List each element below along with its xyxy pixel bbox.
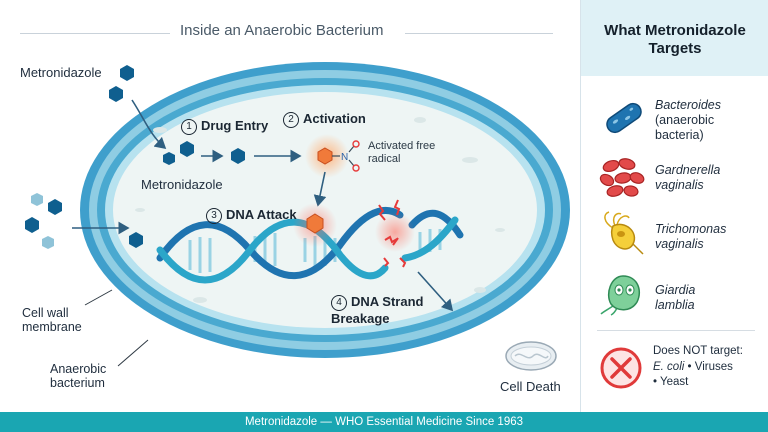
footer-banner: Metronidazole — WHO Essential Medicine S… — [0, 412, 768, 432]
panel-divider — [597, 330, 755, 331]
bullet: • — [653, 376, 661, 389]
breakage-arrow — [417, 271, 454, 312]
giardia-protozoan-icon — [600, 275, 641, 316]
cell-wall-label: Cell wall membrane — [22, 306, 82, 335]
title-rule-left — [20, 33, 170, 34]
diagram-canvas: N — [25, 62, 570, 371]
step-label: Drug Entry — [201, 118, 269, 133]
drug-label-inside: Metronidazole — [141, 177, 223, 192]
entry-arrow — [131, 99, 167, 150]
target-trichomonas: Trichomonas vaginalis — [655, 222, 735, 252]
trichomonas-protozoan-icon — [604, 211, 644, 255]
not-target-heading: Does NOT target: — [653, 345, 743, 357]
prohibited-icon — [600, 347, 642, 389]
targets-panel: What Metronidazole Targets Bacteroides (… — [580, 0, 768, 412]
targets-panel-header: What Metronidazole Targets — [581, 0, 768, 76]
bacterium-label: Anaerobic bacterium — [50, 362, 107, 391]
title-rule-right — [405, 33, 553, 34]
hexagon-molecule — [48, 199, 62, 215]
hexagon-molecule — [180, 141, 194, 157]
target-name: Giardia lamblia — [655, 283, 696, 312]
drug-molecules-outside — [25, 65, 143, 249]
target-name: Gardnerella vaginalis — [655, 163, 721, 192]
cytoplasm-granules — [135, 117, 505, 303]
bacterium-leader — [117, 339, 149, 367]
step-activation: 2 Activation — [283, 111, 366, 128]
hexagon-molecule — [25, 217, 39, 233]
target-giardia: Giardia lamblia — [655, 283, 735, 313]
step-number: 3 — [206, 208, 222, 224]
hexagon-molecule — [109, 86, 123, 102]
target-name: Trichomonas vaginalis — [655, 222, 727, 251]
step-number: 4 — [331, 295, 347, 311]
bacteroides-rod-icon — [606, 102, 642, 134]
not-target-list: Does NOT target: E. coli • Viruses • Yea… — [653, 344, 743, 391]
step-label: Activation — [303, 111, 366, 126]
step-number: 1 — [181, 119, 197, 135]
step-drug-entry: 1 Drug Entry — [181, 118, 269, 135]
mechanism-diagram: N — [20, 22, 570, 394]
step-dna-attack: 3 DNA Attack — [206, 207, 297, 224]
radical-on-dna — [293, 203, 337, 247]
not-target-item: E. coli — [653, 360, 685, 373]
hexagon-molecule — [31, 193, 43, 206]
cell-death-label: Cell Death — [500, 379, 561, 394]
target-gardnerella: Gardnerella vaginalis — [655, 163, 735, 193]
cell-wall-leader — [84, 289, 113, 306]
dead-cell-icon — [505, 341, 557, 371]
activated-radical-label: Activated free radical — [368, 140, 436, 166]
hexagon-molecule — [231, 148, 245, 164]
target-bacteroides: Bacteroides (anaerobic bacteria) — [655, 98, 735, 143]
bullet: • — [687, 360, 695, 373]
targets-panel-title: What Metronidazole Targets — [604, 22, 746, 57]
gardnerella-cocci-icon — [599, 158, 645, 197]
step-label: DNA Attack — [226, 207, 297, 222]
drug-label-outside: Metronidazole — [20, 65, 102, 80]
hexagon-molecule — [120, 65, 134, 81]
attack-arrow — [313, 171, 327, 207]
svg-text:N: N — [341, 152, 348, 163]
dna-helix — [156, 206, 464, 284]
dna-break-sparks — [375, 199, 415, 268]
hexagon-molecule — [129, 232, 143, 248]
hexagon-molecule — [163, 152, 175, 165]
target-note: (anaerobic bacteria) — [655, 113, 715, 142]
activated-radical: N — [305, 134, 360, 178]
diagram-title: Inside an Anaerobic Bacterium — [180, 22, 384, 39]
step-label: DNA Strand Breakage — [331, 294, 424, 326]
target-name: Bacteroides — [655, 98, 722, 112]
hexagon-molecule — [42, 236, 54, 249]
not-target-item: Viruses — [694, 360, 733, 373]
not-target-item: Yeast — [660, 376, 689, 389]
step-number: 2 — [283, 112, 299, 128]
